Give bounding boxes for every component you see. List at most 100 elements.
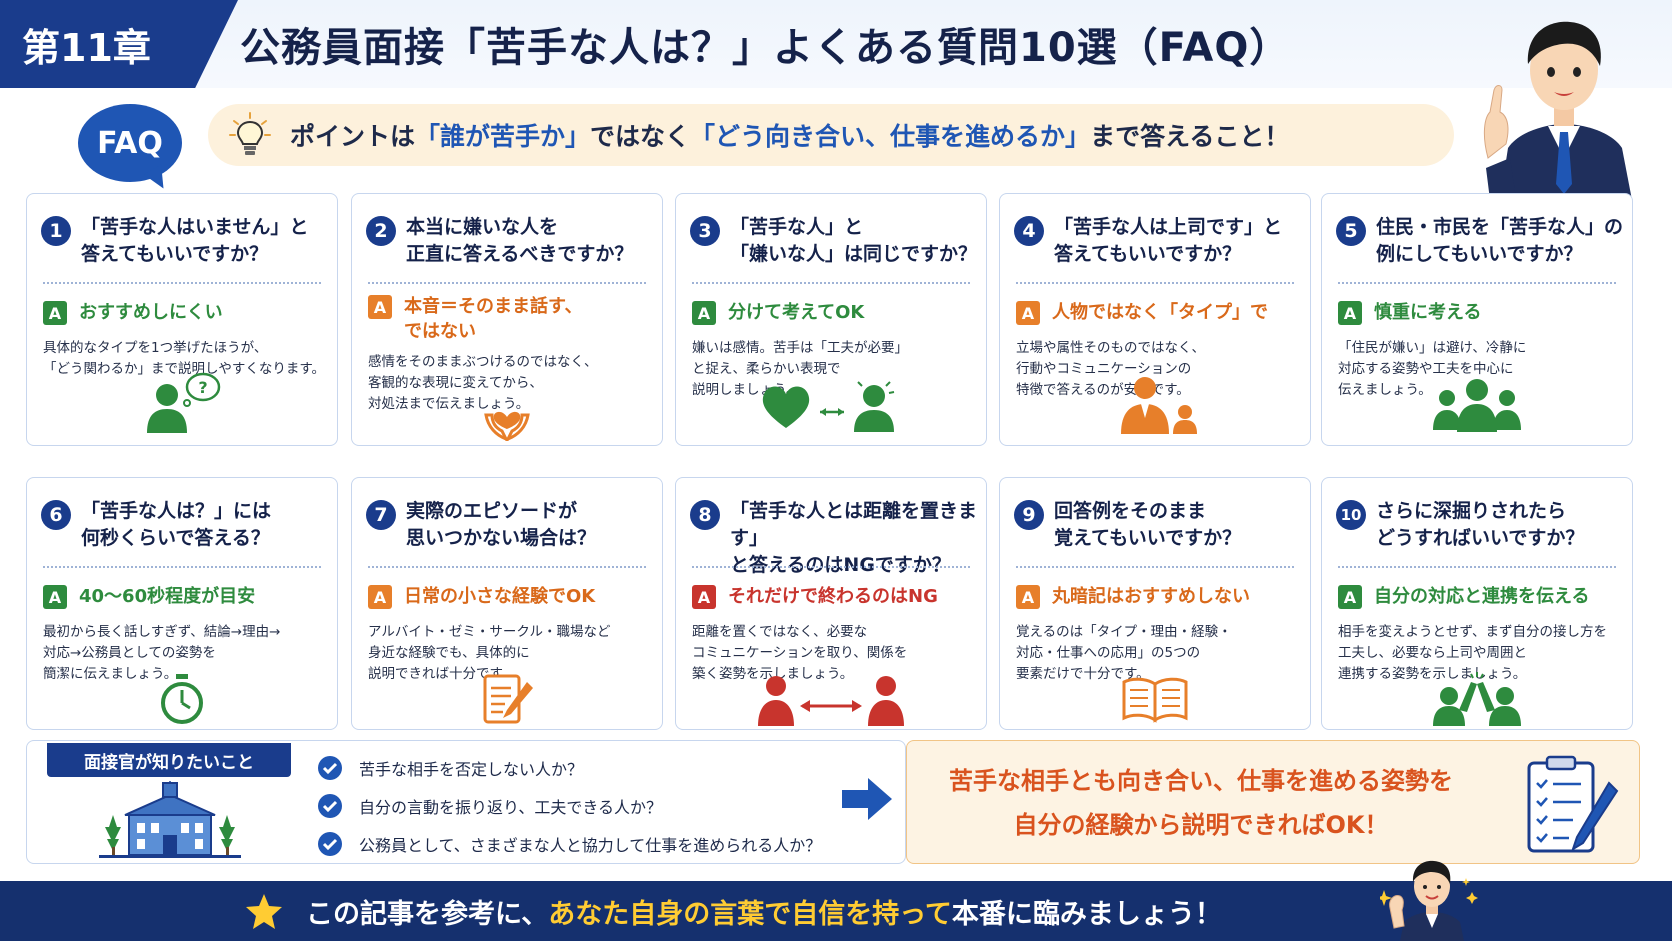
card-number: 10 xyxy=(1336,500,1366,530)
group-icon xyxy=(1433,379,1521,432)
point-highlight-2: 「どう向き合い、仕事を進めるか」 xyxy=(690,122,1091,151)
faq-speech-bubble: FAQ xyxy=(78,104,182,182)
card-answer: 40〜60秒程度が目安 xyxy=(79,586,256,607)
point-suffix: まで答えること！ xyxy=(1090,122,1290,151)
conclusion-line-1: 苦手な相手とも向き合い、仕事を進める姿勢を xyxy=(949,767,1453,795)
checkmark-circle-icon xyxy=(318,756,342,780)
header-bar: 第11章 公務員面接「苦手な人は？」よくある質問10選（FAQ） xyxy=(0,0,1672,88)
answer-badge: A xyxy=(368,295,392,319)
check-item: 苦手な相手を否定しない人か？ xyxy=(317,749,821,787)
businessman-pointing-illustration xyxy=(1483,21,1632,200)
answer-badge: A xyxy=(43,585,67,609)
faq-card-1: 1 「苦手な人はいません」と 答えてもいいですか？ A おすすめしにくい 具体的なタ… xyxy=(26,193,338,446)
point-middle: ではなく xyxy=(590,122,691,151)
card-question: 住民・市民を「苦手な人」の 例にしてもいいですか？ xyxy=(1376,216,1624,265)
faq-label: FAQ xyxy=(97,125,163,161)
conclusion-line-2: 自分の経験から説明できればOK！ xyxy=(1013,811,1389,839)
thinking-person-icon: ? xyxy=(147,372,221,433)
answer-badge: A xyxy=(43,301,67,325)
card-number: 9 xyxy=(1014,500,1044,530)
point-banner: ポイントは 「誰が苦手か」 ではなく 「どう向き合い、仕事を進めるか」 まで答え… xyxy=(208,104,1454,166)
card-number: 2 xyxy=(366,216,396,246)
answer-badge: A xyxy=(1016,301,1040,325)
card-question: 回答例をそのまま 覚えてもいいですか？ xyxy=(1054,500,1242,549)
conclusion-text: 苦手な相手とも向き合い、仕事を進める姿勢を 自分の経験から説明できればOK！ xyxy=(931,759,1471,847)
card-question: 本当に嫌いな人を 正直に答えるべきですか？ xyxy=(406,216,634,265)
card-number: 5 xyxy=(1336,216,1366,246)
footer-bar: この記事を参考に、あなた自身の言葉で自信を持って本番に臨みましょう！ xyxy=(0,881,1672,941)
card-question: 実際のエピソードが 思いつかない場合は？ xyxy=(406,500,597,549)
card-body: 「住民が嫌い」は避け、冷静に 対応する姿勢や工夫を中心に 伝えましょう。 xyxy=(1338,340,1527,398)
card-answer: 慎重に考える xyxy=(1374,302,1482,323)
conclusion-callout: 苦手な相手とも向き合い、仕事を進める姿勢を 自分の経験から説明できればOK！ xyxy=(906,740,1640,864)
answer-badge: A xyxy=(692,585,716,609)
card-answer: 本音＝そのまま話す、 ではない xyxy=(404,296,583,342)
card-answer: 人物ではなく「タイプ」で xyxy=(1052,302,1268,323)
page-title: 公務員面接「苦手な人は？」よくある質問10選（FAQ） xyxy=(240,25,1291,71)
card-question: 「苦手な人」と 「嫌いな人」は同じですか？ xyxy=(730,216,978,265)
card-divider xyxy=(692,566,970,568)
card-answer: 自分の対応と連携を伝える xyxy=(1374,586,1590,607)
card-number: 7 xyxy=(366,500,396,530)
card-divider xyxy=(43,282,321,284)
card-divider xyxy=(1016,282,1294,284)
open-book-icon xyxy=(1122,677,1188,723)
checkmark-circle-icon xyxy=(318,832,342,856)
check-item-text: 公務員として、さまざまな人と協力して仕事を進められる人か？ xyxy=(359,836,822,855)
card-divider xyxy=(1338,566,1616,568)
card-answer: 日常の小さな経験でOK xyxy=(404,586,596,607)
card-question: 「苦手な人は？」には 何秒くらいで答える？ xyxy=(81,500,272,549)
notepad-icon xyxy=(483,674,533,724)
card-divider xyxy=(368,282,646,284)
card-answer: それだけで終わるのはNG xyxy=(728,586,938,607)
two-people-arrow-icon xyxy=(758,676,904,726)
checkmark-circle-icon xyxy=(318,794,342,818)
svg-text:?: ? xyxy=(198,378,207,397)
card-answer: おすすめしにくい xyxy=(79,302,223,323)
card-question: 「苦手な人は上司です」と 答えてもいいですか？ xyxy=(1054,216,1283,265)
card-answer: 分けて考えてOK xyxy=(728,302,865,323)
footer-highlight: あなた自身の言葉で自信を持って xyxy=(548,898,952,930)
high-five-icon xyxy=(1433,672,1521,726)
interviewer-wants-panel: 面接官が知りたいこと 苦手な相手を否定しない人か？ 自分の言動を振り返り、工夫で… xyxy=(26,740,906,864)
card-number: 8 xyxy=(690,500,720,530)
faq-card-8: 8 「苦手な人とは距離を置きます」 と答えるのはNGですか？ A それだけで終わるの… xyxy=(675,477,987,730)
check-item-text: 自分の言動を振り返り、工夫できる人か？ xyxy=(359,798,663,817)
card-body: 感情をそのままぶつけるのではなく、 客観的な表現に変えてから、 対処法まで伝えま… xyxy=(368,354,598,412)
answer-badge: A xyxy=(1338,585,1362,609)
card-question: 「苦手な人とは距離を置きます」 と答えるのはNGですか？ xyxy=(730,500,978,576)
boss-icon xyxy=(1121,377,1197,434)
point-highlight-1: 「誰が苦手か」 xyxy=(415,122,591,151)
star-icon xyxy=(246,894,282,929)
card-divider xyxy=(1016,566,1294,568)
card-question: 「苦手な人はいません」と 答えてもいいですか？ xyxy=(81,216,309,265)
chapter-label: 第11章 xyxy=(0,0,238,88)
stopwatch-icon xyxy=(161,674,203,724)
card-body: 相手を変えようとせず、まず自分の接し方を 工夫し、必要なら上司や周囲と 連携する… xyxy=(1338,624,1608,682)
card-divider xyxy=(368,566,646,568)
city-hall-icon xyxy=(99,781,241,858)
footer-suffix: 本番に臨みましょう！ xyxy=(951,898,1222,930)
clipboard-checklist-icon xyxy=(1527,755,1619,853)
card-number: 1 xyxy=(41,216,71,246)
card-body: 距離を置くではなく、必要な コミュニケーションを取り、関係を 築く姿勢を示しまし… xyxy=(692,624,908,682)
check-item: 自分の言動を振り返り、工夫できる人か？ xyxy=(317,787,821,825)
card-body: 具体的なタイプを1つ挙げたほうが、 「どう関わるか」まで説明しやすくなります。 xyxy=(43,340,326,377)
card-divider xyxy=(1338,282,1616,284)
arrow-right-icon xyxy=(842,778,892,820)
answer-badge: A xyxy=(368,585,392,609)
card-body: 最初から長く話しすぎず、結論→理由→ 対応→公務員としての姿勢を 簡潔に伝えまし… xyxy=(43,624,281,682)
check-item: 公務員として、さまざまな人と協力して仕事を進められる人か？ xyxy=(317,825,821,863)
heart-vs-person-icon xyxy=(762,381,895,432)
lightbulb-icon xyxy=(229,112,271,155)
card-divider xyxy=(692,282,970,284)
interviewer-checklist: 苦手な相手を否定しない人か？ 自分の言動を振り返り、工夫できる人か？ 公務員とし… xyxy=(317,749,821,863)
interviewer-tag: 面接官が知りたいこと xyxy=(47,743,291,777)
